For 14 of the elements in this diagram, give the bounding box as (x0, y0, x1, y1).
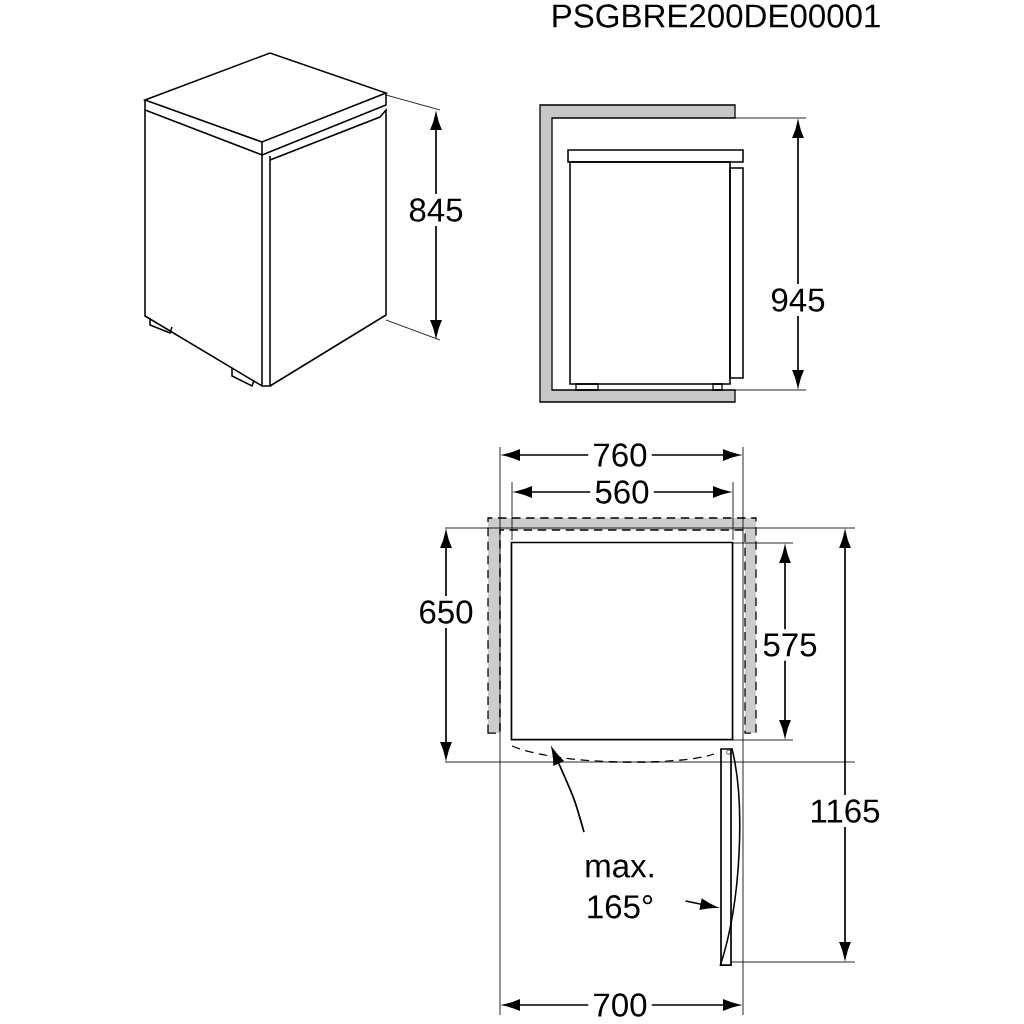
dimension-label: 760 (588, 439, 652, 471)
leader-line (684, 898, 717, 910)
dimension-label: 575 (758, 629, 822, 661)
dimension-label: 700 (588, 989, 652, 1021)
dimension-label: 845 (404, 194, 468, 226)
dimension-label: 945 (766, 284, 830, 316)
dimension-label: 560 (590, 476, 654, 508)
code-label: PSGBRE200DE00001 (553, 4, 880, 28)
dimension-label: 1165 (805, 795, 885, 827)
door-drawing (719, 747, 741, 967)
dimension-label: 650 (414, 596, 478, 628)
appliance-box (510, 541, 734, 741)
annotation-text: max. 165° (586, 859, 653, 919)
leader-line (551, 748, 585, 833)
